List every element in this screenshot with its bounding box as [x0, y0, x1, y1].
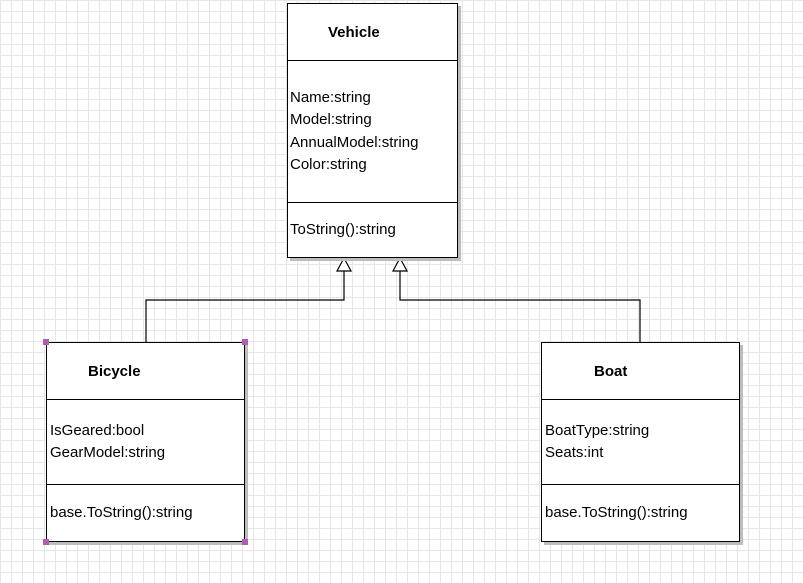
operation: base.ToString():string: [50, 504, 193, 521]
attribute: Model:string: [290, 111, 372, 128]
inheritance-arrowhead-icon: [391, 256, 409, 272]
class-operations: base.ToString():string: [542, 485, 739, 541]
attribute: Color:string: [290, 156, 367, 173]
attribute: Name:string: [290, 88, 371, 106]
inheritance-arrowhead-icon: [335, 256, 353, 272]
generalization-boat-to-vehicle[interactable]: [391, 256, 641, 342]
operation: ToString():string: [290, 221, 396, 238]
class-name-label: Vehicle: [328, 23, 380, 41]
attribute: AnnualModel:string: [290, 133, 419, 151]
class-name-label: Boat: [594, 362, 628, 380]
attribute: GearModel:string: [50, 444, 166, 461]
class-name: Bicycle: [47, 343, 244, 400]
resize-handle-bottom-right[interactable]: [242, 539, 248, 545]
class-name: Boat: [542, 343, 739, 400]
attribute: BoatType:string: [545, 421, 650, 439]
class-attributes: IsGeared:bool GearModel:string: [47, 400, 244, 485]
attribute: IsGeared:bool: [50, 421, 145, 439]
resize-handle-top-right[interactable]: [242, 339, 248, 345]
class-attributes: Name:string Model:string AnnualModel:str…: [288, 61, 457, 203]
class-bicycle[interactable]: Bicycle IsGeared:bool GearModel:string b…: [46, 342, 245, 542]
class-name-label: Bicycle: [88, 362, 141, 380]
class-operations: ToString():string: [288, 203, 457, 257]
resize-handle-bottom-left[interactable]: [43, 539, 49, 545]
resize-handle-top-left[interactable]: [43, 339, 49, 345]
class-name: Vehicle: [288, 4, 457, 61]
attribute: Seats:int: [545, 444, 604, 461]
class-boat[interactable]: Boat BoatType:string Seats:int base.ToSt…: [541, 342, 740, 542]
class-attributes: BoatType:string Seats:int: [542, 400, 739, 485]
class-operations: base.ToString():string: [47, 485, 244, 541]
generalization-bicycle-to-vehicle[interactable]: [145, 256, 353, 342]
operation: base.ToString():string: [545, 504, 688, 521]
class-vehicle[interactable]: Vehicle Name:string Model:string AnnualM…: [287, 3, 458, 258]
